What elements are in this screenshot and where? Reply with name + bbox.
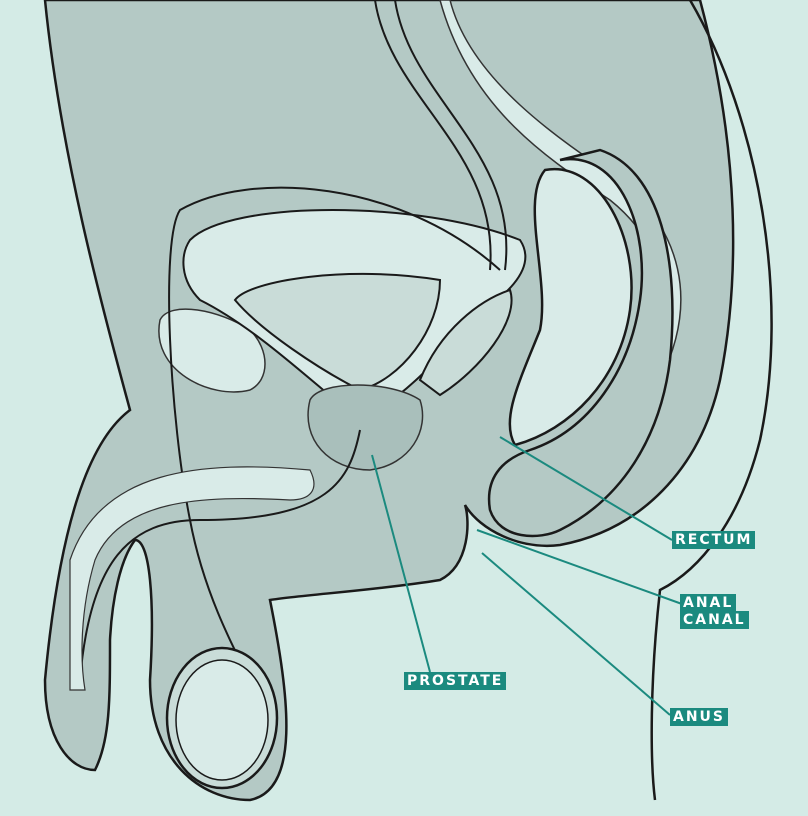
anal-canal-label-line1: ANAL bbox=[680, 594, 737, 612]
pubic-bone bbox=[158, 308, 266, 393]
anal-canal-label-line2: CANAL bbox=[680, 611, 749, 629]
prostate-label: PROSTATE bbox=[404, 672, 507, 690]
rectum-lumen bbox=[508, 167, 633, 447]
urethra bbox=[79, 429, 361, 681]
seminal-vesicle bbox=[418, 288, 513, 397]
prostate bbox=[307, 384, 424, 471]
rectum-leader-line bbox=[499, 436, 673, 541]
vas-deferens bbox=[168, 0, 508, 701]
rectum bbox=[487, 148, 674, 538]
bladder-inner bbox=[233, 272, 442, 392]
prostate-leader-line bbox=[371, 454, 431, 673]
rectum-label: RECTUM bbox=[672, 531, 756, 549]
anal-canal-leader-line bbox=[476, 529, 683, 605]
anus-leader-line bbox=[481, 552, 671, 716]
anus-label: ANUS bbox=[670, 708, 729, 726]
testicle-inner bbox=[175, 659, 269, 781]
corpus-spongiosum bbox=[69, 466, 315, 691]
